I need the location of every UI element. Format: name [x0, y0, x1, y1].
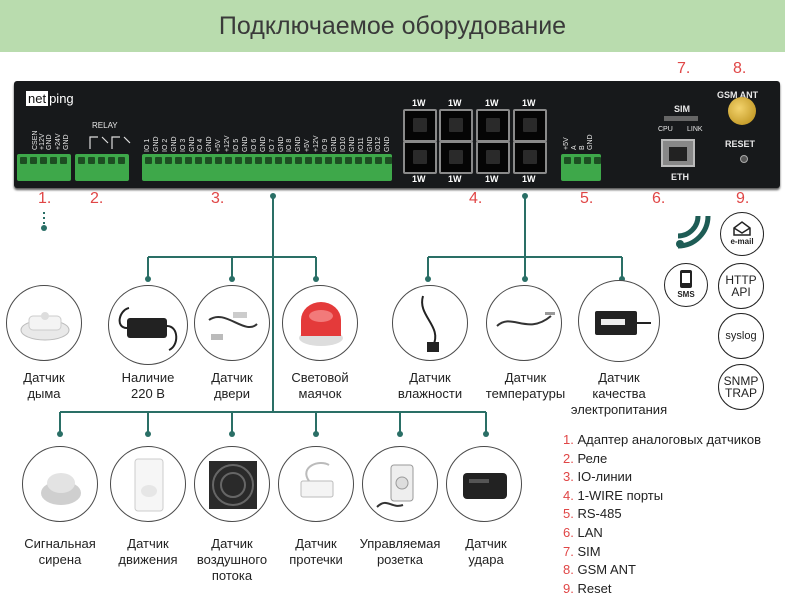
snmp-trap-icon: SNMP TRAP [718, 364, 764, 410]
onewire-label: 1W [485, 98, 499, 108]
onewire-port[interactable] [439, 141, 473, 174]
onewire-label: 1W [412, 98, 426, 108]
label-shock-sensor: Датчик удара [465, 536, 507, 567]
number-9: 9. [736, 190, 750, 207]
syslog-icon: syslog [718, 313, 764, 359]
label-temperature-sensor: Датчик температуры [485, 370, 566, 401]
label-beacon: Световой маячок [291, 370, 349, 401]
legend-item: 3. IO-линии [563, 469, 633, 485]
label-siren: Сигнальная сирена [24, 536, 96, 567]
temperature-sensor-image [486, 285, 562, 361]
number-7: 7. [677, 60, 691, 77]
onewire-port[interactable] [476, 141, 510, 174]
trap-label: TRAP [724, 386, 757, 400]
title-banner: Подключаемое оборудование [0, 0, 785, 52]
logo-net: net [26, 91, 49, 106]
power-sensor-image [108, 285, 188, 365]
power-quality-sensor-image [578, 280, 660, 362]
gsm-antenna-connector[interactable] [728, 97, 756, 125]
sim-slot[interactable] [664, 116, 698, 121]
eth-label: ETH [671, 172, 689, 182]
snmp-label: SNMP [723, 374, 759, 388]
label-door-sensor: Датчик двери [211, 370, 253, 401]
label-smoke-sensor: Датчик дыма [23, 370, 65, 401]
leak-sensor-image [278, 446, 354, 522]
wireless-signal-icon [676, 215, 711, 249]
motion-sensor-image [110, 446, 186, 522]
controlled-socket-image [362, 446, 438, 522]
label-humidity-sensor: Датчик влажности [397, 370, 463, 401]
sms-icon: SMS [664, 263, 708, 307]
terminal-block-rs485[interactable] [561, 154, 601, 181]
sim-label: SIM [674, 104, 691, 114]
api-label: API [731, 285, 751, 299]
label-power-sensor: Наличие 220 В [121, 370, 175, 401]
onewire-port[interactable] [513, 141, 547, 174]
relay-symbol-icon [89, 136, 131, 149]
onewire-port[interactable] [403, 141, 437, 174]
terminal-block-relay[interactable] [75, 154, 129, 181]
ethernet-port[interactable] [661, 139, 695, 167]
http-api-icon: HTTP API [718, 263, 764, 309]
number-4: 4. [469, 190, 483, 207]
label-controlled-socket: Управляемая розетка [359, 536, 441, 567]
number-5: 5. [580, 190, 594, 207]
legend-item: 8. GSM ANT [563, 562, 636, 578]
terminal-block-analog[interactable] [17, 154, 71, 181]
link-label: LINK [687, 126, 703, 133]
cpu-label: CPU [658, 126, 673, 133]
gsm-ant-label: GSM ANT [717, 90, 759, 100]
legend-item: 2. Реле [563, 450, 608, 466]
logo-ping: ping [49, 91, 74, 106]
terminal-block-io[interactable] [142, 154, 392, 181]
email-icon: e-mail [720, 212, 764, 256]
humidity-sensor-image [392, 285, 468, 361]
legend-item: 4. 1-WIRE порты [563, 487, 664, 503]
http-label: HTTP [725, 273, 757, 287]
airflow-sensor-image [194, 446, 270, 522]
onewire-label: 1W [412, 174, 426, 184]
label-leak-sensor: Датчик протечки [289, 536, 343, 567]
label-motion-sensor: Датчик движения [118, 536, 178, 567]
onewire-label: 1W [448, 174, 462, 184]
siren-image [22, 446, 98, 522]
number-6: 6. [652, 190, 666, 207]
smoke-detector-image [6, 285, 82, 361]
relay-label: RELAY [92, 121, 118, 130]
number-3: 3. [211, 190, 225, 207]
legend-item: 9. Reset [563, 580, 612, 596]
beacon-light-image [282, 285, 358, 361]
reset-label: RESET [725, 139, 756, 149]
onewire-port[interactable] [476, 109, 510, 142]
number-1: 1. [38, 190, 52, 207]
legend-item: 5. RS-485 [563, 506, 622, 522]
legend-item: 6. LAN [563, 524, 603, 540]
label-airflow-sensor: Датчик воздушного потока [196, 536, 268, 583]
number-2: 2. [90, 190, 104, 207]
email-label: e-mail [730, 237, 754, 246]
shock-sensor-image [446, 446, 522, 522]
syslog-label: syslog [725, 330, 757, 342]
reset-button[interactable] [740, 155, 748, 163]
onewire-label: 1W [522, 174, 536, 184]
legend-item: 1. Адаптер аналоговых датчиков [563, 432, 762, 447]
onewire-label: 1W [522, 98, 536, 108]
legend-item: 7. SIM [563, 543, 601, 559]
label-power-quality-sensor: Датчик качества электропитания [570, 370, 668, 417]
sms-label: SMS [677, 290, 695, 299]
onewire-label: 1W [485, 174, 499, 184]
page-title: Подключаемое оборудование [218, 11, 567, 40]
door-sensor-image [194, 285, 270, 361]
legend: 1. Адаптер аналоговых датчиков 2. Реле 3… [563, 431, 761, 598]
onewire-label: 1W [448, 98, 462, 108]
number-8: 8. [733, 60, 747, 77]
